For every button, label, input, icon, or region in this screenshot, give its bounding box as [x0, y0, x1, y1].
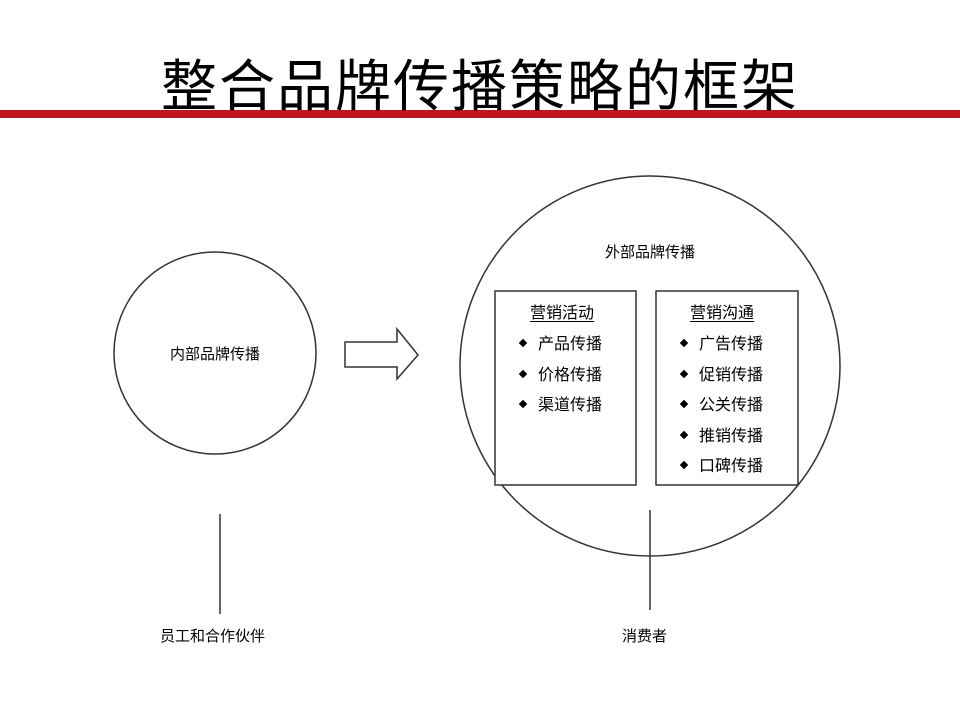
list-item: 公关传播 [679, 395, 763, 415]
list-item: 渠道传播 [518, 395, 602, 415]
right-arrow-icon [344, 326, 419, 381]
diamond-bullet-icon [679, 399, 689, 408]
diamond-bullet-icon [518, 338, 528, 347]
marketing-activities-box [494, 290, 637, 486]
box-heading-marketing-communication: 营销沟通 [690, 303, 755, 322]
diamond-bullet-icon [679, 369, 689, 378]
diamond-bullet-icon [518, 399, 528, 408]
list-item: 产品传播 [518, 334, 602, 354]
internal-brand-label: 内部品牌传播 [169, 345, 260, 363]
diamond-bullet-icon [679, 460, 689, 469]
diamond-bullet-icon [679, 430, 689, 439]
list-item: 促销传播 [679, 365, 763, 385]
marketing-communication-box [655, 290, 799, 486]
box-heading-marketing-activities: 营销活动 [530, 303, 595, 322]
internal-circle [113, 251, 317, 455]
list-item: 价格传播 [518, 365, 602, 385]
external-brand-label: 外部品牌传播 [604, 243, 695, 261]
diamond-bullet-icon [518, 369, 528, 378]
diamond-bullet-icon [679, 338, 689, 347]
list-item: 广告传播 [679, 334, 763, 354]
internal-audience-label: 员工和合作伙伴 [160, 627, 266, 645]
external-audience-label: 消费者 [622, 627, 668, 645]
list-item: 口碑传播 [679, 456, 763, 476]
list-item: 推销传播 [679, 426, 763, 446]
page-title: 整合品牌传播策略的框架 [161, 55, 799, 120]
title-underline-bar [0, 110, 960, 118]
